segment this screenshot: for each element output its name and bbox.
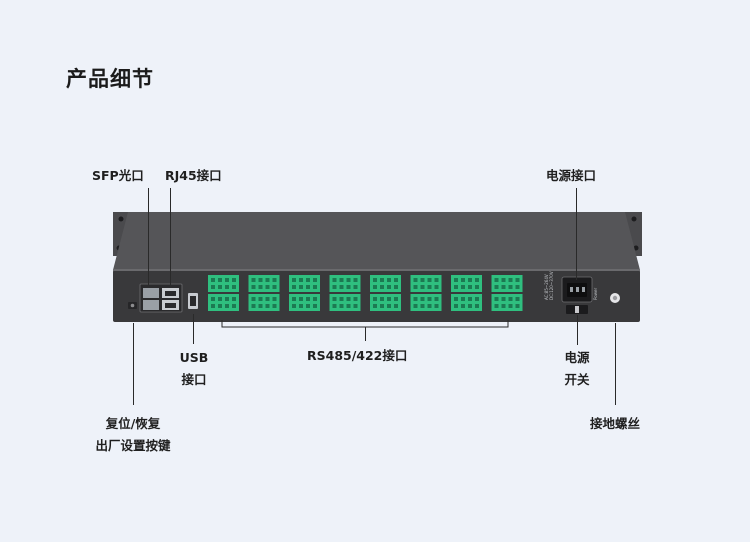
ground-screw [610,293,620,303]
power-switch-label-line2: 开关 [564,372,590,387]
terminal-block [370,275,401,311]
power-port-label: 电源接口 [546,168,597,183]
power-switch [566,305,588,314]
leader-rs485 [365,327,366,341]
power-text: Power [593,288,598,300]
leader-usb [193,314,194,344]
terminal-block [451,275,482,311]
leader-reset [133,323,134,405]
terminal-block [410,275,442,311]
usb-label: USB 接口 [178,347,210,391]
power-socket [561,276,593,303]
terminal-block [329,275,361,311]
power-switch-label-line1: 电源 [564,350,590,365]
reset-button [128,302,137,309]
reset-label-line1: 复位/恢复 [105,416,161,431]
power-switch-label: 电源 开关 [560,347,594,391]
ground-label: 接地螺丝 [590,416,641,431]
usb-label-line2: 接口 [181,372,207,387]
rj45-label: RJ45接口 [165,168,222,183]
sfp-rj45-ports [139,283,183,313]
rs485-terminal-blocks [208,275,523,311]
leader-power-port [576,188,577,280]
rs485-label: RS485/422接口 [307,348,408,363]
terminal-block [208,275,239,311]
leader-sfp [148,188,149,286]
usb-port [188,293,198,309]
sfp-label: SFP光口 [92,168,144,183]
device-top [113,212,640,270]
power-rating-label-2: DC:120~370V [549,271,554,300]
reset-label: 复位/恢复 出厂设置按键 [78,413,188,457]
page-title: 产品细节 [66,67,154,91]
power-rating-label: AC:85~264V [544,274,549,300]
terminal-block [289,275,320,311]
leader-rj45 [170,188,171,286]
usb-label-line1: USB [179,350,209,365]
reset-label-line2: 出厂设置按键 [95,438,171,453]
leader-power-switch [577,315,578,345]
terminal-block [248,275,280,311]
leader-ground [615,323,616,405]
terminal-block [491,275,523,311]
